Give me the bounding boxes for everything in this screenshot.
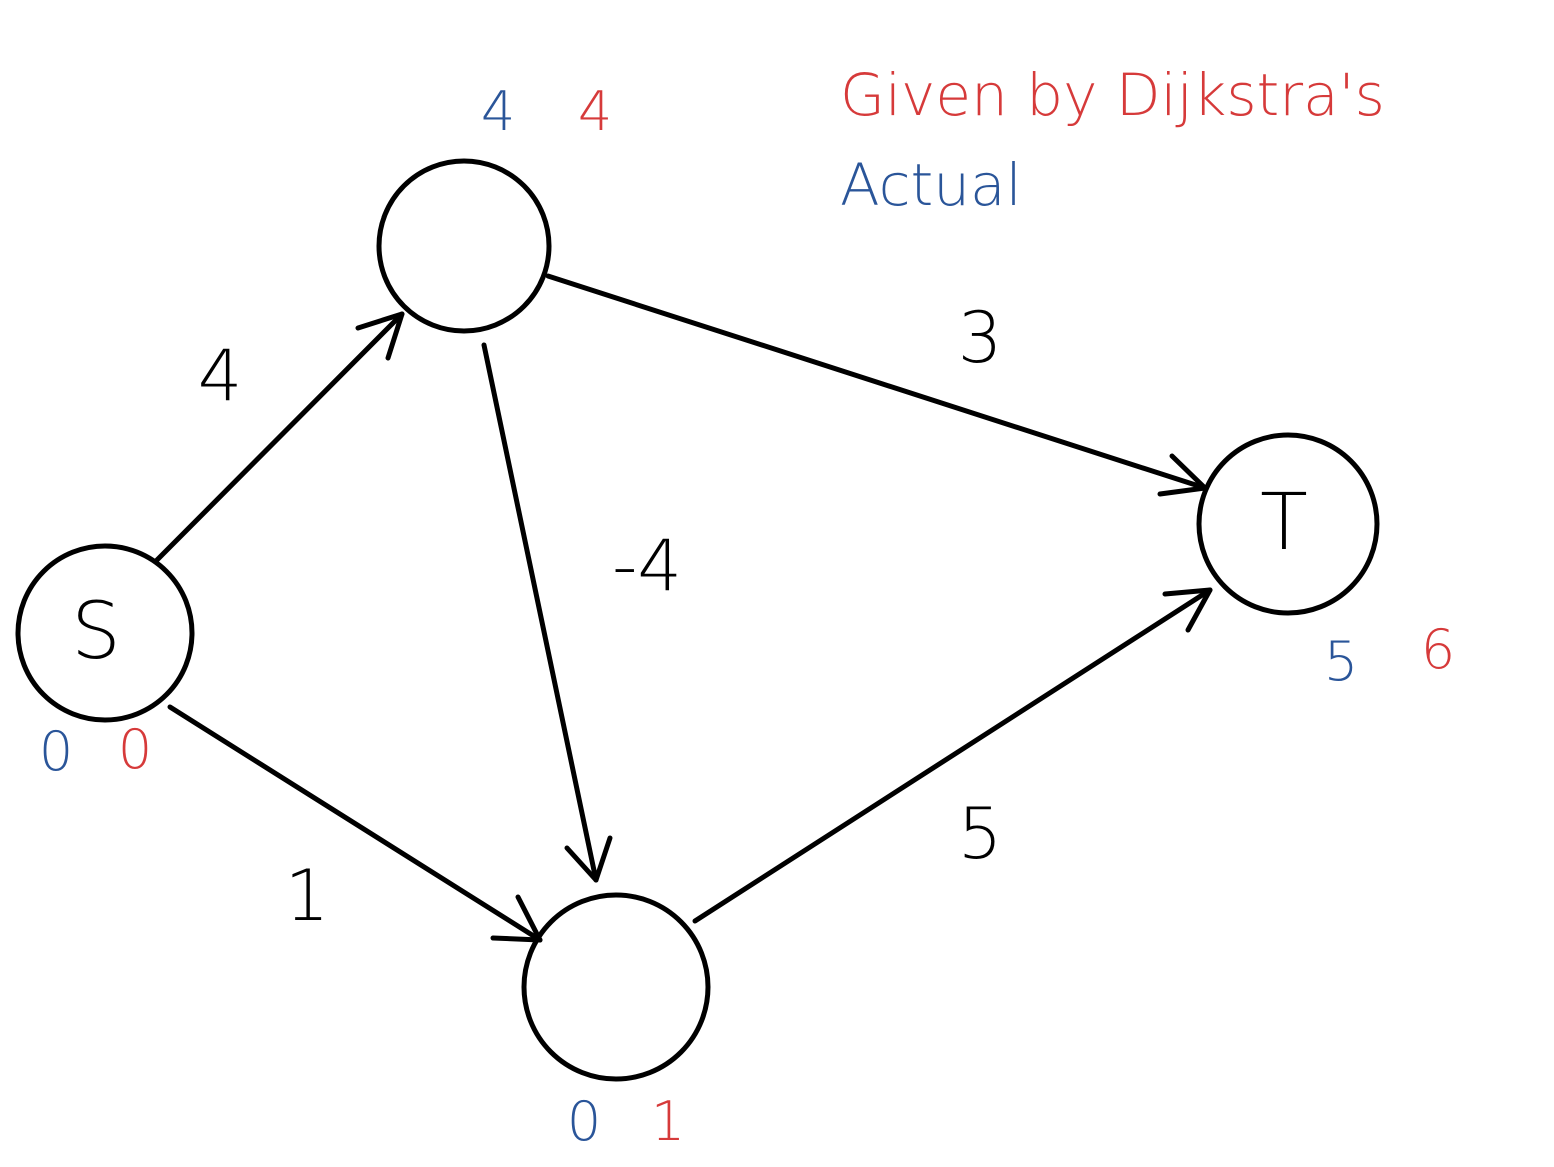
edge-weight-top-t: 3 xyxy=(958,297,1003,379)
edge-weight-top-bottom: -4 xyxy=(612,525,682,607)
node-s-label: S xyxy=(71,587,121,677)
legend-given-label: Given by Dijkstra's xyxy=(840,61,1385,129)
arrowhead-s-to-top xyxy=(355,311,405,361)
arrowhead-bottom-to-t xyxy=(1162,587,1213,633)
edge-weight-s-top: 4 xyxy=(198,335,243,417)
legend: Given by Dijkstra's Actual xyxy=(840,61,1385,219)
edge-weight-bottom-t: 5 xyxy=(958,793,1003,875)
legend-actual-label: Actual xyxy=(840,151,1022,219)
node-s-given-distance: 0 xyxy=(118,718,152,781)
node-top-actual-distance: 4 xyxy=(481,80,515,143)
nodes: S T xyxy=(15,158,1380,1082)
edge-weights: 4 1 -4 3 5 xyxy=(198,297,1003,937)
node-s-actual-distance: 0 xyxy=(39,720,73,783)
node-bottom xyxy=(521,892,711,1082)
arrowhead-s-to-bottom xyxy=(490,894,543,943)
node-t xyxy=(1196,432,1380,616)
node-bottom-actual-distance: 0 xyxy=(567,1090,601,1153)
edge-s-to-bottom xyxy=(167,704,543,943)
distance-annotations: 0 0 4 4 0 1 5 6 xyxy=(39,80,1455,1153)
edges xyxy=(154,273,1213,943)
edge-top-to-bottom xyxy=(481,342,599,883)
node-top-given-distance: 4 xyxy=(578,80,612,143)
node-t-given-distance: 6 xyxy=(1421,618,1455,681)
edge-top-to-t xyxy=(545,273,1208,491)
node-s xyxy=(15,543,195,723)
node-bottom-given-distance: 1 xyxy=(651,1090,685,1153)
node-t-actual-distance: 5 xyxy=(1324,630,1358,693)
node-top xyxy=(376,158,552,334)
edge-weight-s-bottom: 1 xyxy=(285,855,330,937)
node-t-label: T xyxy=(1260,478,1308,568)
arrowhead-top-to-bottom xyxy=(564,835,613,883)
edge-s-to-top xyxy=(154,311,405,563)
edge-bottom-to-t xyxy=(692,587,1213,924)
